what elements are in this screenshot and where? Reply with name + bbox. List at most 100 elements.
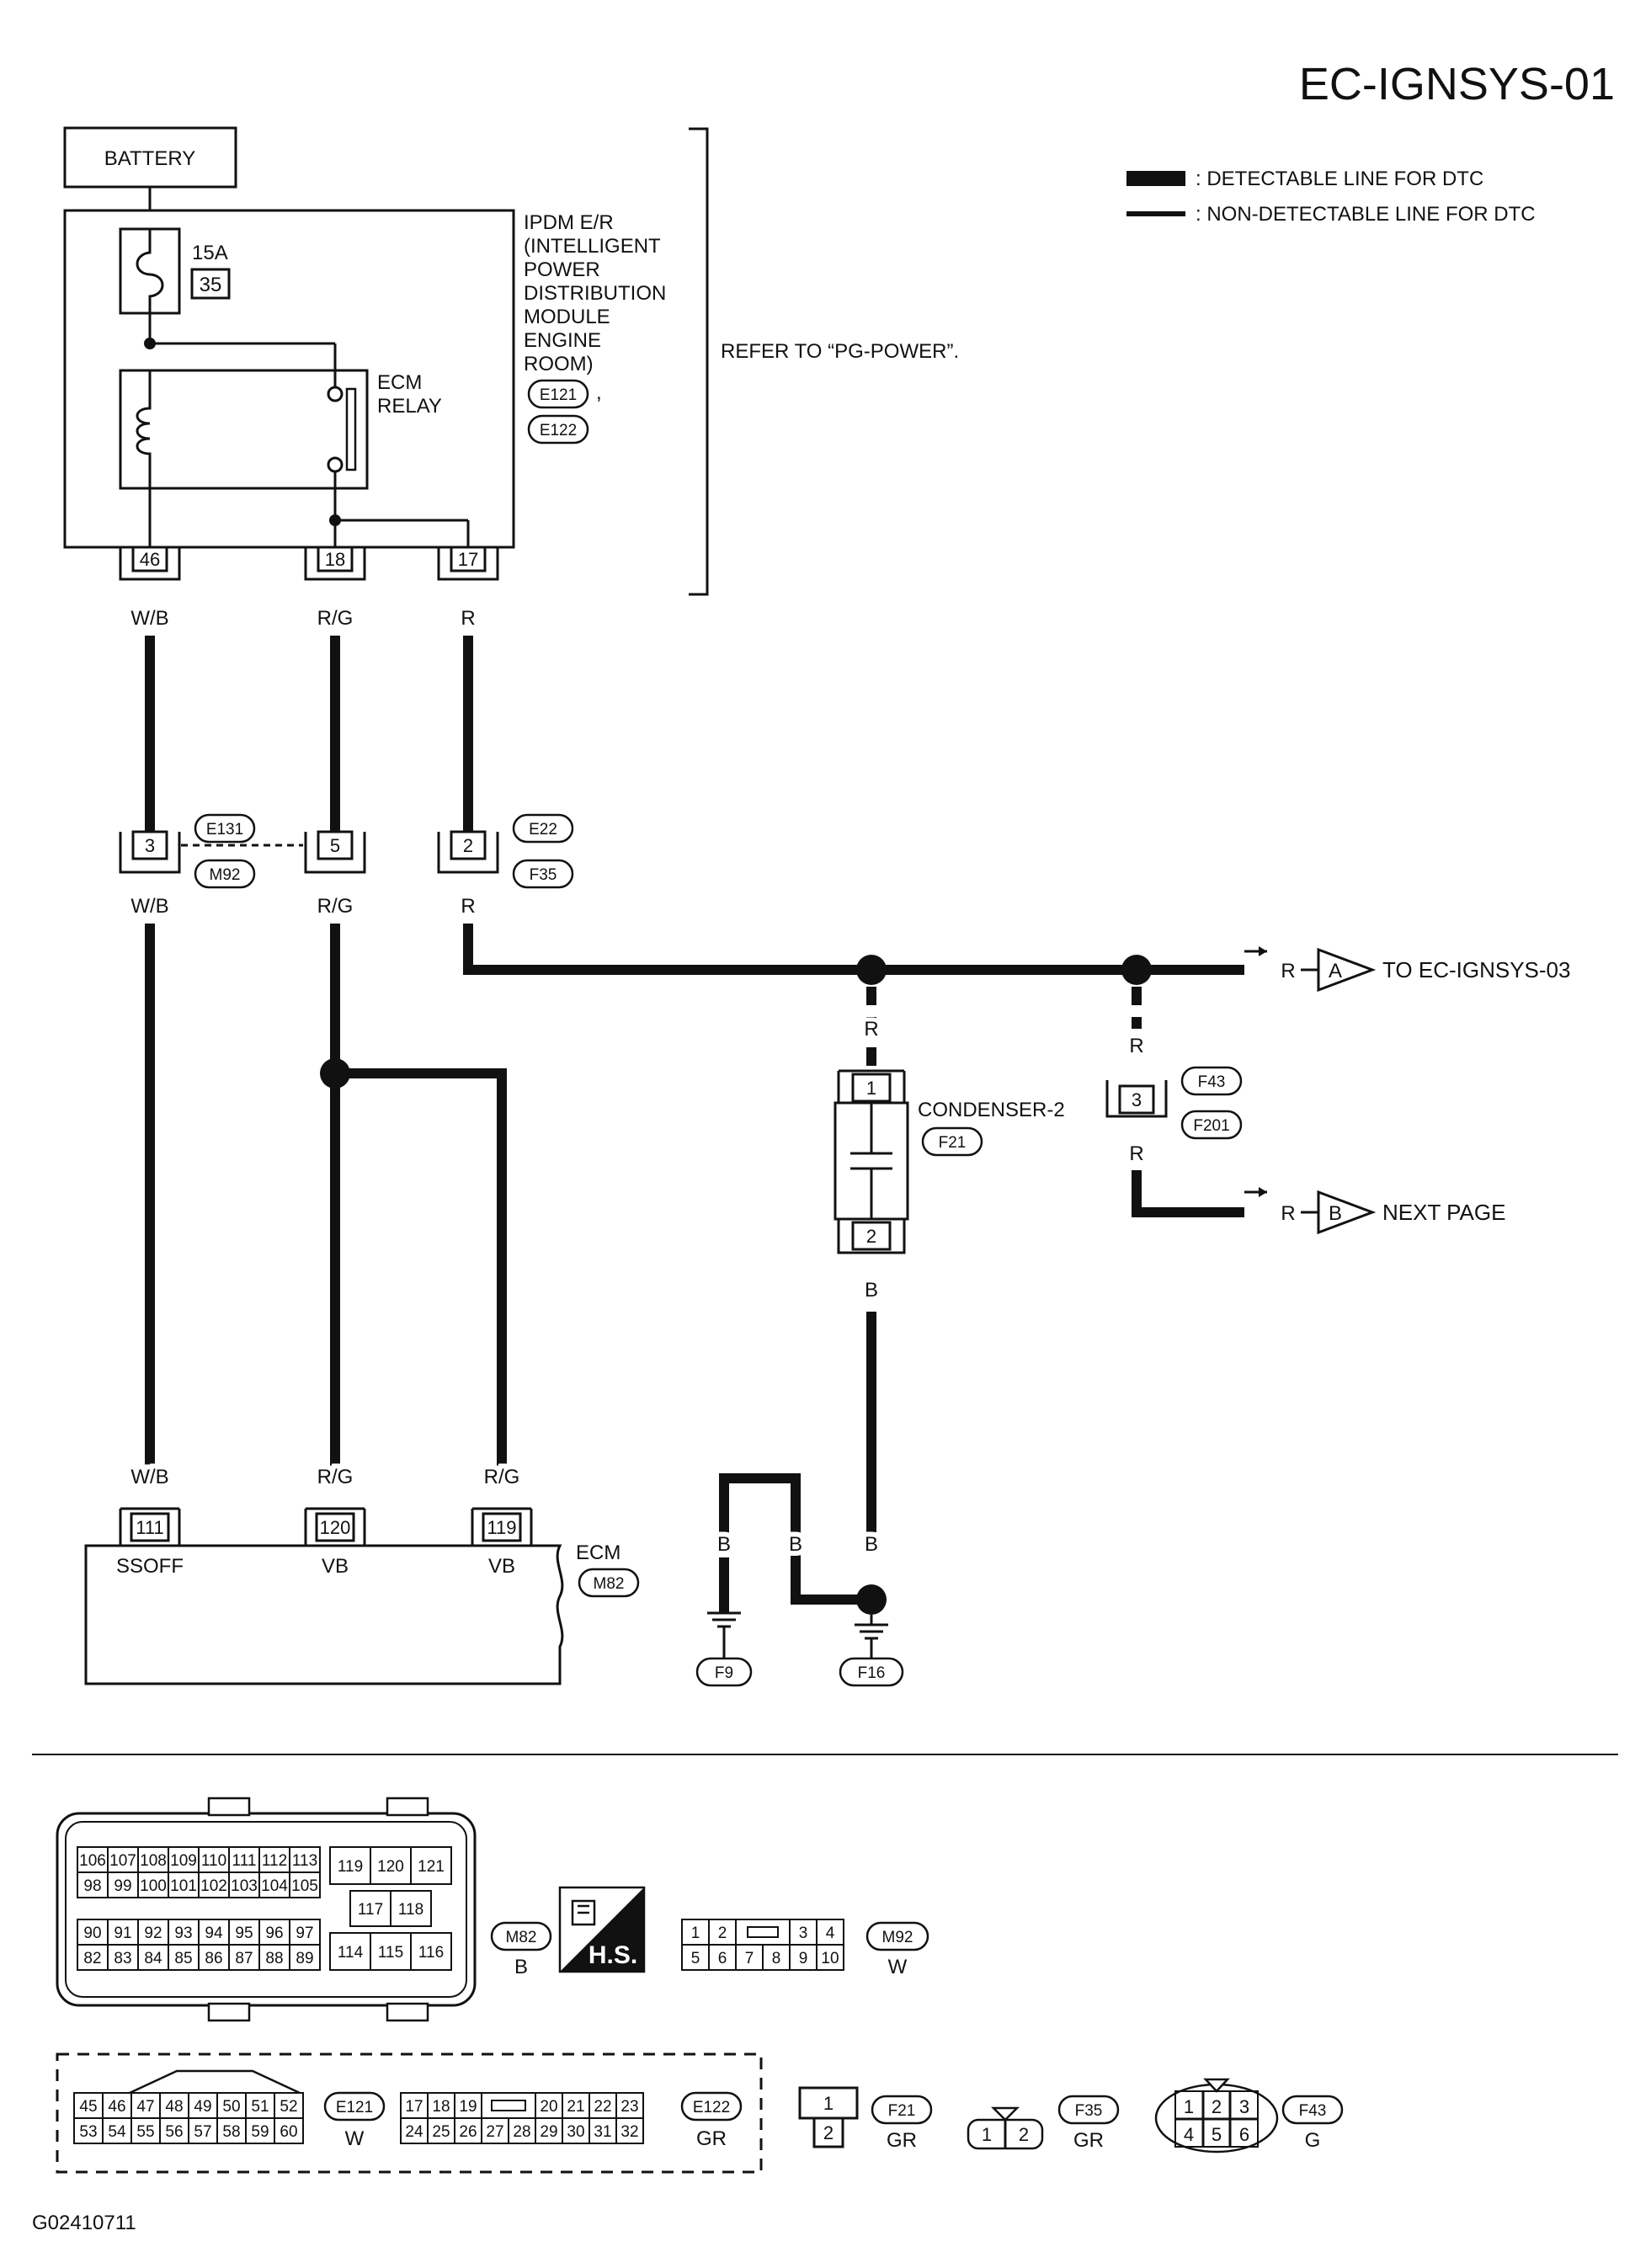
m92-key-slot — [747, 1926, 779, 1938]
m82-cav-114-cell — [329, 1932, 371, 1971]
m82-cav-114: 114 — [338, 1944, 364, 1962]
wire-color-r-cond: R — [864, 1018, 878, 1041]
arrow-b-target: NEXT PAGE — [1382, 1200, 1505, 1225]
f35-color: GR — [1073, 2129, 1104, 2152]
m82-cav-105-cell — [289, 1871, 321, 1898]
legend-non-detectable: : NON-DETECTABLE LINE FOR DTC — [1196, 203, 1536, 226]
arrow-a-label: A — [1329, 960, 1342, 982]
e122-key-cell — [481, 2092, 536, 2119]
wire-color-rg-2: R/G — [317, 895, 354, 918]
m82-name: M82 — [506, 1929, 537, 1946]
m82-cav-89-cell — [289, 1944, 321, 1971]
e122-cav-28: 28 — [513, 2123, 530, 2141]
arrow-b-label: B — [1329, 1202, 1342, 1225]
f35-pin-2: 2 — [1019, 2124, 1029, 2145]
m82-cav-120: 120 — [377, 1858, 404, 1876]
m82-cav-93-cell — [168, 1919, 200, 1946]
legend: : DETECTABLE LINE FOR DTC : NON-DETECTAB… — [1126, 168, 1536, 226]
m82-cav-101-cell — [168, 1871, 200, 1898]
ipdm-connector-comma: , — [596, 381, 602, 404]
m82-cav-104: 104 — [261, 1877, 288, 1895]
m82-cav-85: 85 — [174, 1950, 192, 1967]
connector-e22: E22 — [529, 821, 557, 839]
m92-cav-1-cell — [681, 1919, 710, 1946]
m82-cav-99-cell — [107, 1871, 139, 1898]
wire-rg-branch — [335, 1068, 507, 1475]
m82-cav-100: 100 — [140, 1877, 167, 1895]
e121-cav-47-cell — [130, 2092, 161, 2119]
m92-cav-8-cell — [762, 1944, 791, 1971]
joint-connectors: 3 5 E131 M92 2 E22 F35 — [119, 813, 574, 889]
connector-e131: E131 — [206, 821, 243, 839]
e121-cav-56: 56 — [165, 2123, 183, 2141]
m82-cav-116: 116 — [418, 1944, 444, 1962]
m92-cav-3-cell — [789, 1919, 818, 1946]
m82-cav-121: 121 — [418, 1858, 445, 1876]
ecm-connector: M82 — [594, 1575, 625, 1593]
m92-cav-1: 1 — [691, 1925, 700, 1942]
e122-cav-30: 30 — [567, 2123, 584, 2141]
e122-cav-26-cell — [454, 2117, 482, 2144]
e121-cav-58: 58 — [222, 2123, 240, 2141]
e122-cav-31: 31 — [594, 2123, 611, 2141]
page-code: EC-IGNSYS-01 — [1299, 59, 1615, 109]
wire-color-r-b: R — [1281, 1202, 1295, 1225]
m92-cav-10: 10 — [821, 1950, 839, 1967]
relay-label-1: ECM — [377, 371, 422, 394]
e122-cav-21-cell — [562, 2092, 590, 2119]
condenser-label: CONDENSER-2 — [918, 1099, 1065, 1121]
e122-cav-26: 26 — [459, 2123, 477, 2141]
e122-cav-23-cell — [615, 2092, 644, 2119]
e122-cav-22: 22 — [594, 2098, 611, 2116]
m82-cav-83: 83 — [114, 1950, 131, 1967]
m82-cav-108: 108 — [140, 1852, 167, 1870]
e122-cav-32: 32 — [620, 2123, 638, 2141]
m82-cav-117: 117 — [358, 1901, 383, 1919]
ipdm-er-box — [63, 209, 515, 549]
e122-cav-32-cell — [615, 2117, 644, 2144]
splice-ground — [856, 1584, 887, 1615]
f43-view-pin-3: 3 — [1239, 2096, 1249, 2117]
wire-b-ground-loop — [719, 1473, 871, 1605]
m82-cav-98: 98 — [83, 1877, 101, 1895]
ecm-pin-119: 119 — [487, 1517, 516, 1538]
m82-cav-116-cell — [410, 1932, 452, 1971]
m82-cav-109: 109 — [170, 1852, 197, 1870]
m92-cav-7: 7 — [745, 1950, 754, 1967]
ecm-module: 111 120 119 SSOFF VB VB ECM M82 — [84, 1507, 640, 1685]
f21-name: F21 — [888, 2102, 916, 2120]
m92-cav-4: 4 — [826, 1925, 835, 1942]
connector-view-f21: 1 2 F21 GR — [798, 2086, 933, 2152]
wire-color-rg-4: R/G — [484, 1466, 520, 1488]
e122-key-slot — [491, 2100, 526, 2111]
wire-color-rg-3: R/G — [317, 1466, 354, 1488]
ipdm-pin-17: 17 — [458, 549, 478, 570]
m82-cav-99: 99 — [114, 1877, 131, 1895]
f43-view-color: G — [1305, 2129, 1321, 2152]
f21-color: GR — [887, 2129, 917, 2152]
m82-cav-119: 119 — [338, 1858, 363, 1876]
m92-cav-10-cell — [816, 1944, 844, 1971]
e121-cav-57-cell — [188, 2117, 218, 2144]
ipdm-label-5: MODULE — [524, 306, 610, 328]
ipdm-connector-e122: E122 — [540, 422, 577, 439]
wire-color-wb-3: W/B — [130, 1466, 168, 1488]
e121-cav-46: 46 — [108, 2098, 125, 2116]
f43-view-pin-2: 2 — [1212, 2096, 1222, 2117]
f43-label: F43 — [1198, 1073, 1226, 1091]
f43-view-pin-1: 1 — [1184, 2096, 1194, 2117]
ipdm-pin-18: 18 — [325, 549, 345, 570]
m82-cav-93: 93 — [174, 1925, 192, 1942]
e122-cav-23: 23 — [620, 2098, 638, 2116]
e122-cav-29-cell — [535, 2117, 563, 2144]
connector-view-f43: 1 2 3 4 5 6 F43 G — [1154, 2078, 1344, 2154]
condenser-2: 1 2 CONDENSER-2 F21 — [833, 1069, 1065, 1254]
joint-pin-3: 3 — [145, 835, 155, 856]
m82-cav-102: 102 — [200, 1877, 227, 1895]
e121-cav-51: 51 — [251, 2098, 269, 2116]
non-detectable-line-swatch — [1126, 211, 1185, 216]
m92-cav-7-cell — [735, 1944, 764, 1971]
